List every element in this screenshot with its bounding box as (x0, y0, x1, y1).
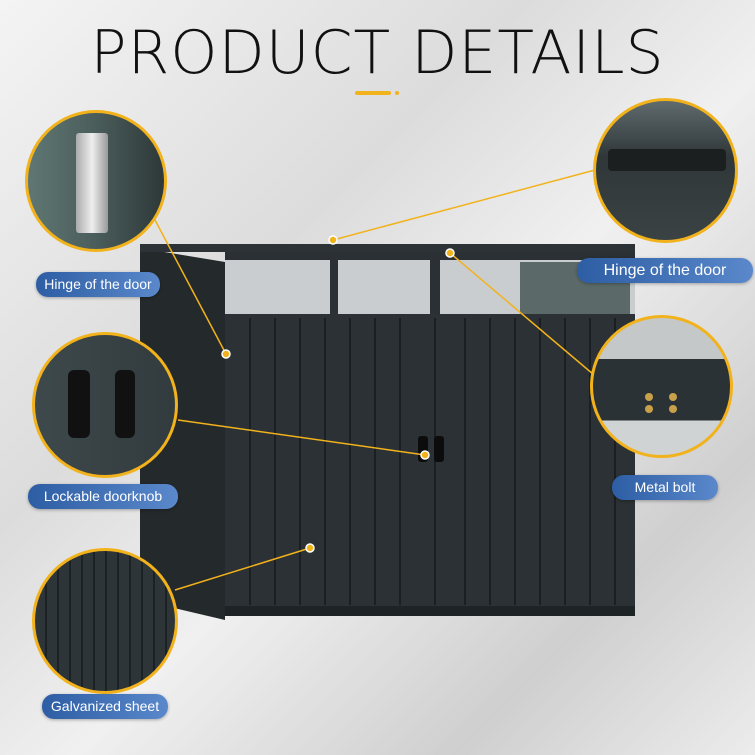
callout-dot (420, 450, 430, 460)
title-underline (355, 91, 391, 95)
bolt-icon (645, 393, 653, 401)
galvanized-sheet-detail-image (32, 548, 178, 694)
hinge-detail-image-right (593, 98, 738, 243)
callout-label-hinge-right: Hinge of the door (577, 258, 753, 283)
title-underline-dot (395, 91, 399, 95)
doorknob-icon (68, 370, 90, 438)
callout-dot (221, 349, 231, 359)
callout-dot (445, 248, 455, 258)
callout-label-hinge-left: Hinge of the door (36, 272, 160, 297)
storage-shed-image (140, 244, 635, 620)
callout-dot (328, 235, 338, 245)
hinge-detail-image-left (25, 110, 167, 252)
metal-bolt-detail-image (590, 315, 733, 458)
doorknob-icon (115, 370, 135, 438)
page-title: PRODUCT DETAILS (90, 18, 665, 88)
doorknob-detail-image (32, 332, 178, 478)
callout-dot (305, 543, 315, 553)
hinge-icon (76, 133, 108, 233)
callout-label-metal-bolt: Metal bolt (612, 475, 718, 500)
hinge-icon (608, 149, 726, 171)
callout-label-doorknob: Lockable doorknob (28, 484, 178, 509)
callout-label-galvanized-sheet: Galvanized sheet (42, 694, 168, 719)
leader-lines (154, 169, 601, 591)
